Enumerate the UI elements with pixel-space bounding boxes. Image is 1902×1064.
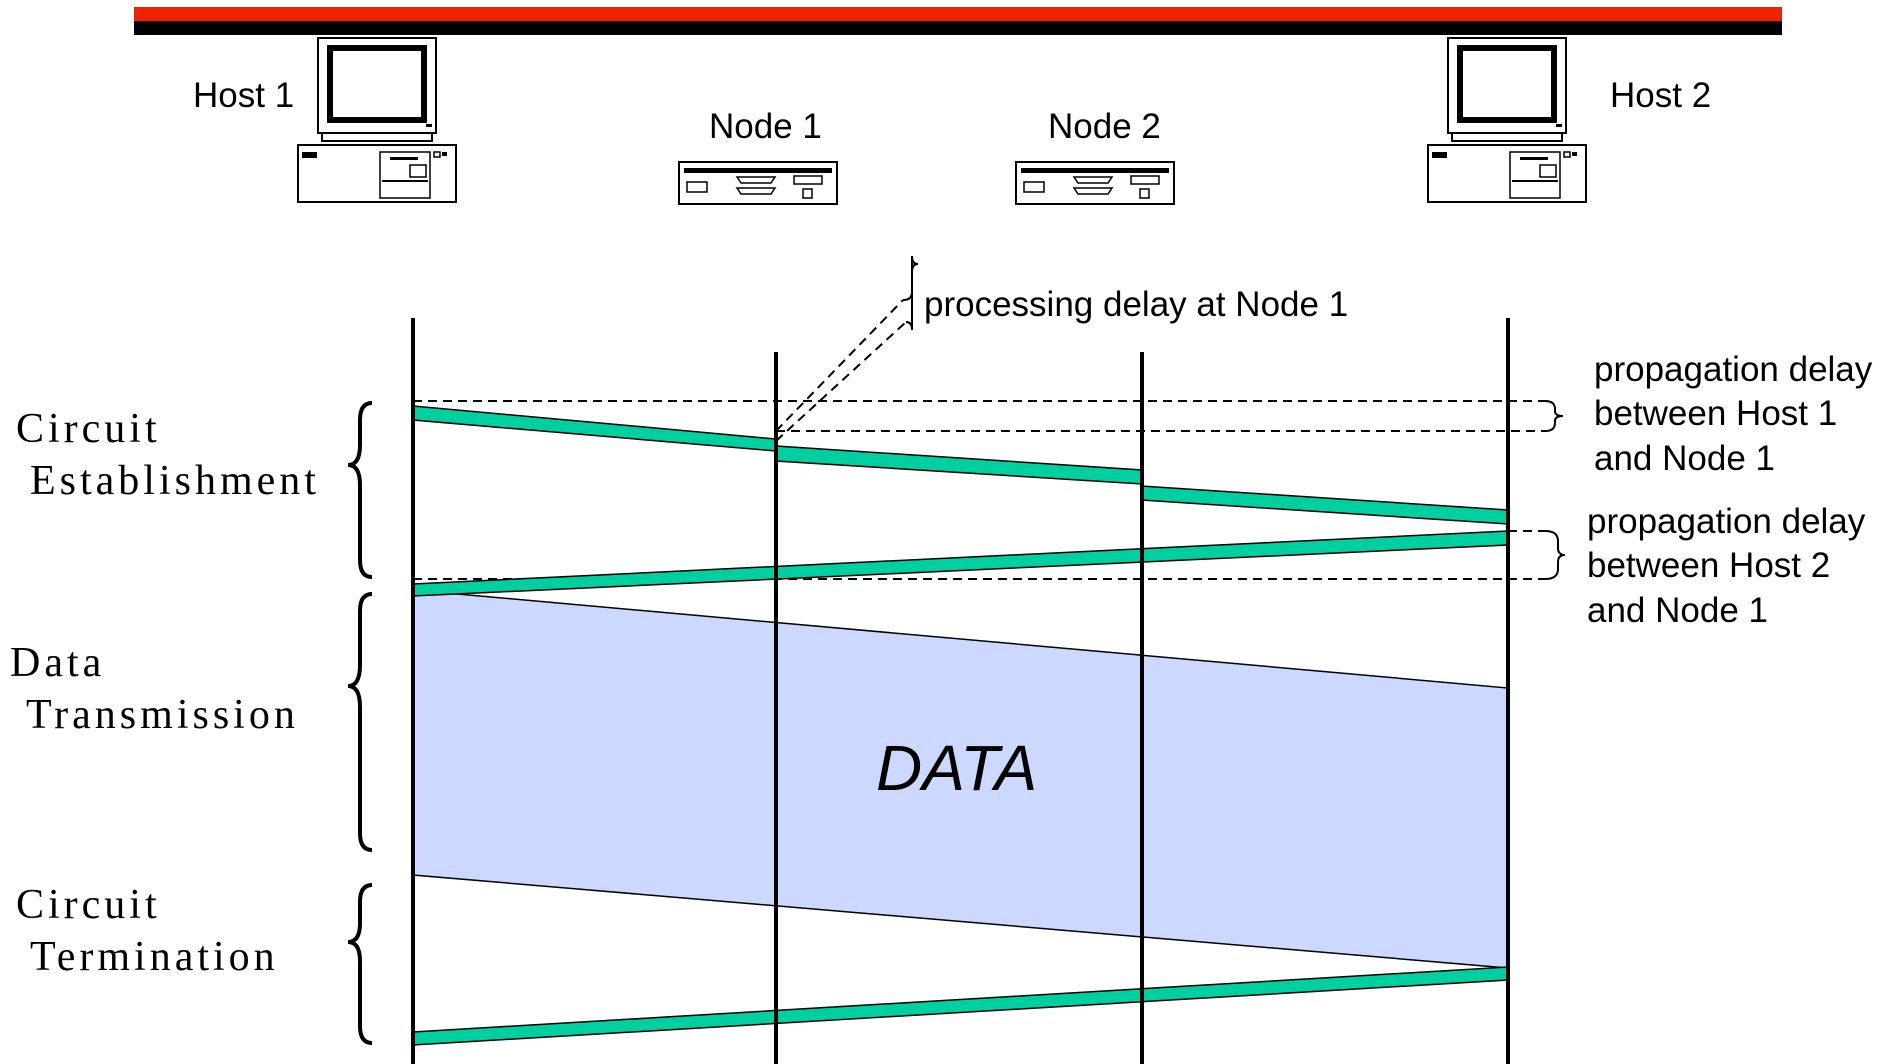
top-bar-red <box>134 7 1782 21</box>
phase-termination-line-2: Termination <box>30 934 279 980</box>
setup-signal-node2-host2 <box>1141 485 1509 525</box>
setup-signal-host1-node1 <box>412 405 777 452</box>
establishment-brace <box>347 401 373 579</box>
host-1-label: Host 1 <box>193 76 294 115</box>
prop-delay-2-brace <box>1544 530 1566 580</box>
prop-delay-1-brace <box>1544 400 1564 432</box>
phase-label-establishment: Circuit Establishment <box>16 406 320 504</box>
host-2-desktop-computer-icon <box>1428 38 1586 202</box>
prop-delay-2-line-3: and Node 1 <box>1587 591 1768 630</box>
phase-label-termination: Circuit Termination <box>16 882 279 980</box>
processing-delay-brace <box>902 255 919 331</box>
phase-label-transmission: Data Transmission <box>10 640 299 738</box>
setup-signal-node1-node2 <box>775 445 1143 485</box>
processing-delay-label: processing delay at Node 1 <box>924 285 1348 324</box>
node-2-label: Node 2 <box>1048 107 1161 146</box>
prop-delay-2-label: propagation delay between Host 2 and Nod… <box>1587 502 1866 630</box>
phase-establishment-line-1: Circuit <box>16 406 161 452</box>
phase-establishment-line-2: Establishment <box>30 458 320 504</box>
prop-delay-1-line-2: between Host 1 <box>1594 394 1837 433</box>
node-1-network-switch-icon <box>678 161 838 205</box>
prop-delay-1-label: propagation delay between Host 1 and Nod… <box>1594 350 1873 478</box>
termination-signal-host2-host1 <box>412 966 1509 1046</box>
prop-delay-1-line-1: propagation delay <box>1594 350 1873 389</box>
prop-delay-2-line-2: between Host 2 <box>1587 546 1830 585</box>
termination-brace <box>347 883 373 1045</box>
phase-transmission-line-2: Transmission <box>26 692 299 738</box>
transmission-brace <box>347 592 373 852</box>
prop-delay-1-line-3: and Node 1 <box>1594 439 1775 478</box>
node-2-network-switch-icon <box>1015 161 1175 205</box>
processing-delay-leader-1 <box>775 299 904 432</box>
processing-delay-leader-2 <box>775 321 907 442</box>
prop-delay-2-line-1: propagation delay <box>1587 502 1866 541</box>
host-1-desktop-computer-icon <box>298 38 456 202</box>
data-label: DATA <box>876 732 1037 804</box>
node-1-label: Node 1 <box>709 107 822 146</box>
host-2-label: Host 2 <box>1610 76 1711 115</box>
phase-termination-line-1: Circuit <box>16 882 161 928</box>
phase-transmission-line-1: Data <box>10 640 105 686</box>
ack-signal-host2-host1 <box>412 530 1509 597</box>
top-bar-black <box>134 21 1782 35</box>
